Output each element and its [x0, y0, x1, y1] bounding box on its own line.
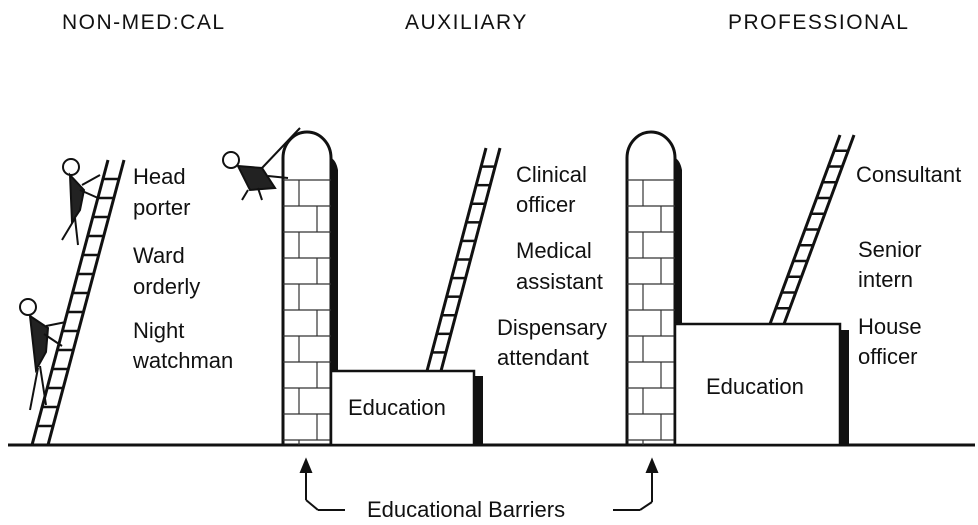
label-porter: porter — [133, 195, 191, 220]
climber-figure-wall — [222, 127, 301, 201]
auxiliary-education-block — [329, 369, 483, 447]
label-education-aux: Education — [348, 395, 446, 420]
label-assistant: assistant — [516, 269, 603, 294]
barrier-arrow-left — [299, 457, 345, 511]
climber-figure-lower — [19, 298, 67, 411]
professional-ladder — [768, 134, 856, 325]
barrier-arrow-right — [613, 457, 659, 511]
label-officer-aux: officer — [516, 192, 576, 217]
label-dispensary: Dispensary — [497, 315, 608, 340]
label-orderly: orderly — [133, 274, 201, 299]
label-head: Head — [133, 164, 186, 189]
label-consultant: Consultant — [856, 162, 962, 187]
label-intern: intern — [858, 267, 914, 292]
label-educational-barriers: Educational Barriers — [367, 497, 566, 522]
auxiliary-ladder — [425, 147, 502, 372]
climber-figure-upper — [61, 158, 101, 246]
label-watchman: watchman — [133, 348, 234, 373]
label-senior: Senior — [858, 237, 922, 262]
label-clinical: Clinical — [516, 162, 587, 187]
header-professional: PROFESSIONAL — [728, 11, 910, 34]
label-education-pro: Education — [706, 374, 804, 399]
label-night: Night — [133, 318, 185, 343]
header-non-medical: NON-MED:CAL — [62, 11, 226, 34]
label-attendant: attendant — [497, 345, 589, 370]
header-auxiliary: AUXILIARY — [405, 11, 528, 34]
professional-education-block — [673, 322, 849, 447]
label-officer-pro: officer — [858, 344, 918, 369]
label-house: House — [858, 314, 922, 339]
label-ward: Ward — [133, 243, 185, 268]
label-medical: Medical — [516, 238, 592, 263]
